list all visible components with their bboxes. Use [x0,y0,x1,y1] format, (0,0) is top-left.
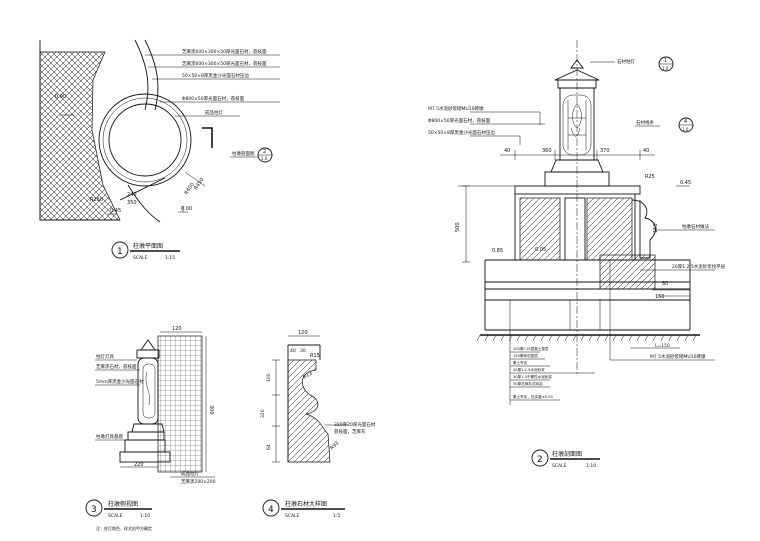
plan-scale-value: 1:15 [165,255,175,261]
elev-note-4: 柱墩灯具基座 [96,433,123,440]
elevation-title-number: 3 [91,505,97,515]
elev-note-2: 芝麻黑石材，荔枝面 [96,363,137,370]
detail-note-2: 荔枝面，芝麻灰 [334,428,366,435]
sec-callout-2-sheet: 1.0 [682,127,689,132]
plan-callout-label: 柱墩剖面图 [232,150,255,157]
plan-dim-r260: R260 [90,197,103,203]
detail-title-number: 4 [268,505,274,515]
plan-dim-000: 0.00 [181,206,192,212]
sec-callout-1[interactable]: 1 1.0 [658,56,674,72]
sec-note-l3: 50×50×8厚黑金沙光面石材压边 [428,129,495,136]
detail-dim-40: 40 [290,348,296,354]
plan-note-3: 50×50×8厚黑金沙光面石材压边 [182,72,249,79]
sec-base-note: L=150 [655,343,670,349]
section-view: 40 360 370 40 R25 0.45 500 0.85 0.05 150… [428,40,726,405]
section-scale-label: SCALE [552,463,567,469]
plan-dim-350: 350 [127,200,137,206]
sec-dim-40b: 40 [643,148,649,154]
section-title-block: 2 柱墩剖面图 SCALE 1:10 [531,449,600,469]
sec-callout-2[interactable]: 4 1.0 [678,117,694,133]
sec-layer-4: 20厚1:2.5水泥砂浆 [513,367,545,372]
sec-dim-40a: 40 [504,148,510,154]
plan-dim-045: 0.45 [110,208,121,214]
section-scale-value: 1:10 [586,463,596,469]
sec-dim-150: 150 [653,223,659,233]
detail-dim-64: 64 [266,444,272,450]
sec-note-l2: Φ800×50厚光面石材，荔枝面 [428,117,491,124]
sec-callout-2-num: 4 [684,119,687,125]
detail-view: 120 40 30 R15 R13 100 64 320 R92 320厚20厚… [260,330,376,463]
plan-callout-num: 2 [263,149,266,155]
elev-note-1: 柱灯灯具 [96,353,114,360]
sec-dim-045: 0.45 [680,180,691,186]
sec-callout-1-label: 石材柱灯 [617,58,635,65]
sec-dim-360: 360 [542,148,552,154]
sec-layer-3: 素土夯实 [513,360,528,365]
plan-title-block: 1 柱墩平面图 SCALE 1:15 [111,241,180,261]
elev-bottom-note-2: 芝麻黑200×200 [181,478,216,485]
elevation-scale-value: 1:10 [140,513,150,519]
plan-view: 0.90 R450 R400 240 350 R260 0.45 0.00 芝麻… [39,39,280,223]
elevation-title-text: 柱墩侧视图 [108,500,138,508]
detail-title-text: 柱墩石材大样图 [285,500,327,508]
plan-note-5: 成品柱灯 [205,109,223,116]
plan-dim-240: 240 [127,192,137,198]
detail-scale-value: 1:5 [333,513,340,519]
plan-title-number: 1 [117,247,123,257]
sec-layer-6: 50厚芝麻灰花岗岩 [513,381,543,386]
elevation-view: 120 220 300 柱灯灯具 芝麻黑石材，荔枝面 5mm厚黑金沙光面石材 柱… [95,326,216,485]
sec-note-r1: 柱墩石材做法 [682,223,709,230]
plan-scale-label: SCALE [133,255,148,261]
sec-dim-005: 0.05 [535,247,546,253]
elev-dim-120: 120 [172,326,182,332]
plan-title-text: 柱墩平面图 [133,242,163,250]
sec-dim-370: 370 [600,148,610,154]
plan-callout-sheet: 1.0 [261,156,268,161]
sec-note-r3: M7.5水泥砂浆砌MU10砖墩 [650,353,706,360]
detail-dim-r92: R92 [329,440,340,451]
sec-dim-500: 500 [455,222,461,232]
section-title-text: 柱墩剖面图 [552,450,582,458]
sec-dim-150b: 150 [655,294,665,300]
elev-dim-300: 300 [208,405,214,415]
sec-layer-5: 30厚1:3干硬性水泥砂浆 [513,374,553,379]
detail-dim-r13: R13 [302,371,314,381]
sec-layer-1: 100厚C15混凝土垫层 [513,346,549,351]
sec-layer-2: 150厚碎石垫层 [513,353,538,358]
detail-dim-100: 100 [266,373,272,382]
sec-dim-r25: R25 [645,174,655,180]
plan-note-4: Φ800×50厚光面石材，荔枝面 [182,95,245,102]
detail-dim-30: 30 [300,348,306,354]
elev-bottom-note-1: 成品柱灯 [181,470,199,477]
plan-dim-0-90: 0.90 [55,94,66,100]
detail-scale-label: SCALE [285,513,300,519]
sec-dim-80: 80 [662,281,668,287]
detail-dim-120: 120 [298,330,308,336]
elev-dim-220: 220 [134,462,144,468]
sec-note-r2: 20厚1:2.5水泥砂浆找平层 [672,263,726,270]
elev-note-3: 5mm厚黑金沙光面石材 [96,378,144,385]
sec-dim-085: 0.85 [492,248,503,254]
plan-note-2: 芝麻黑600×300×50厚光面石材，荔枝面 [182,60,267,67]
detail-note-1: 320厚20厚光面石材 [334,421,376,428]
detail-dim-r15: R15 [310,353,320,359]
section-title-number: 2 [537,455,543,465]
sec-callout-2-label: 石材线条 [636,119,654,126]
detail-dim-320: 320 [260,409,266,418]
sec-callout-1-num: 1 [664,58,667,64]
plan-note-1: 芝麻黑600×300×50厚光面石材，荔枝面 [182,48,267,55]
plan-section-callout[interactable]: 2 1.0 [257,147,273,163]
elevation-footnote: 注：柱灯颜色、样式由甲方确定 [96,525,152,531]
elevation-scale-label: SCALE [108,513,123,519]
detail-title-block: 4 柱墩石材大样图 SCALE 1:5 [262,499,345,519]
sec-note-l1: M7.5水泥砂浆砌MU10砖墩 [428,105,484,112]
sec-callout-1-sheet: 1.0 [662,66,669,71]
sec-layer-7: 素土夯实，压实度≥0.93 [513,394,553,399]
elevation-title-block: 3 柱墩侧视图 SCALE 1:10 注：柱灯颜色、样式由甲方确定 [85,499,152,531]
